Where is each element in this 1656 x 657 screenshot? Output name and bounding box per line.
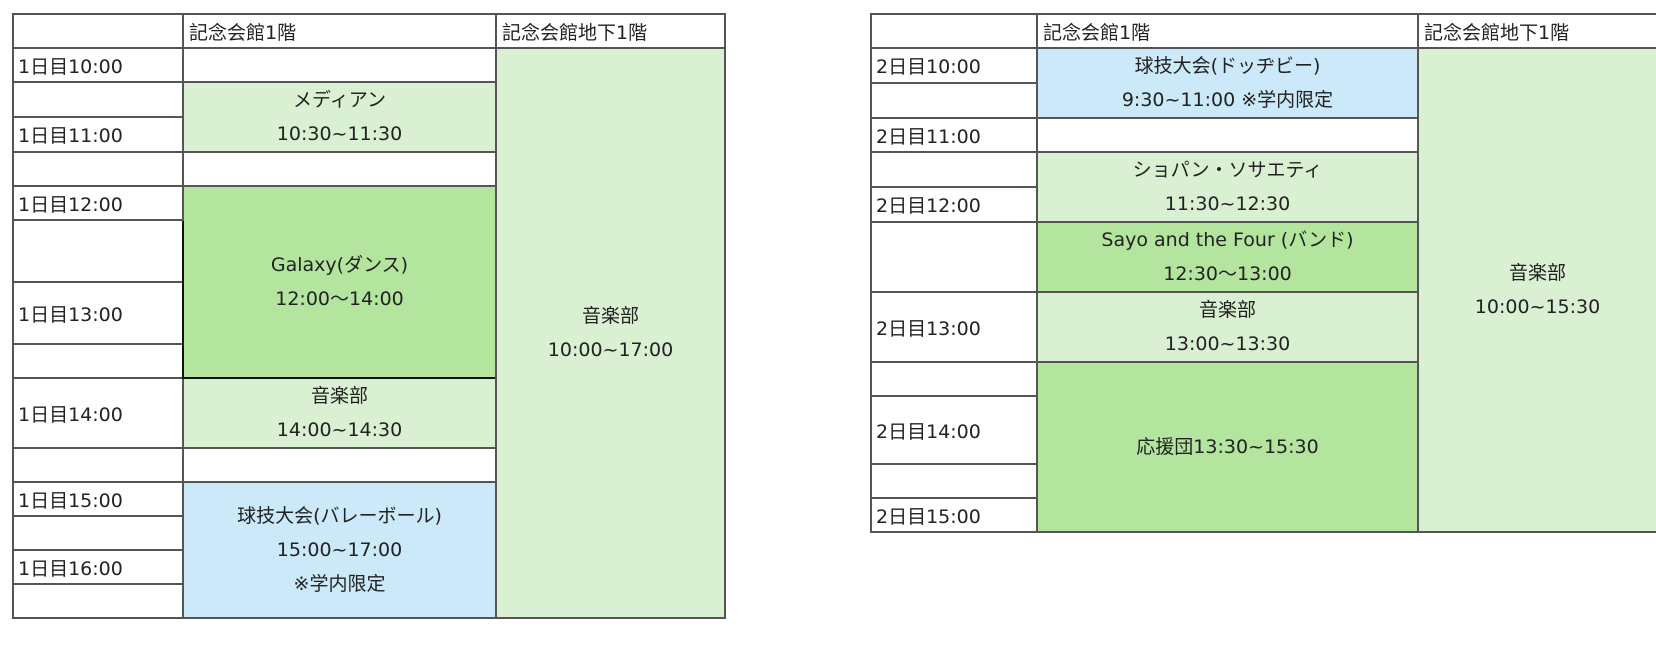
time-row: 1日目12:00 Galaxy(ダンス) 12:00～14:00 bbox=[12, 185, 725, 379]
time-row: 1日目13:00 bbox=[12, 281, 725, 345]
time-cell bbox=[870, 221, 1038, 293]
event-chopin-society: ショパン・ソサエティ 11:30~12:30 bbox=[1036, 151, 1419, 223]
event-name: ショパン・ソサエティ bbox=[1132, 159, 1323, 181]
event-name: 球技大会(バレーボール) bbox=[237, 505, 442, 527]
time-cell: 1日目16:00 bbox=[12, 549, 184, 585]
time-row: 1日目10:00 音楽部 10:00~17:00 bbox=[12, 47, 726, 619]
empty-cell bbox=[182, 151, 497, 187]
time-cell: 2日目12:00 bbox=[870, 186, 1038, 223]
event-name: 音楽部 bbox=[1508, 262, 1566, 284]
event-sayo-band: Sayo and the Four (バンド) 12:30～13:00 bbox=[1036, 221, 1419, 293]
time-row bbox=[870, 463, 1656, 499]
hall-b1-header: 記念会館地下1階 bbox=[495, 13, 726, 49]
event-name: 球技大会(ドッヂビー) bbox=[1134, 55, 1321, 77]
event-b1-music: 音楽部 10:00~17:00 bbox=[495, 47, 726, 619]
event-name: メディアン bbox=[293, 89, 386, 111]
corner-cell bbox=[870, 13, 1038, 49]
time-cell bbox=[870, 361, 1038, 397]
time-row: 2日目13:00 音楽部 13:00~13:30 bbox=[870, 291, 1656, 363]
header-row: 記念会館1階 記念会館地下1階 bbox=[12, 13, 726, 49]
time-row: 2日目10:00 球技大会(ドッヂビー) 9:30~11:00 ※学内限定 音楽… bbox=[870, 47, 1656, 533]
time-cell: 1日目10:00 bbox=[12, 47, 184, 83]
time-cell bbox=[12, 515, 184, 551]
event-note: ※学内限定 bbox=[293, 573, 386, 595]
hall1-header: 記念会館1階 bbox=[182, 13, 497, 49]
time-row: 1日目14:00 音楽部 14:00~14:30 bbox=[12, 377, 725, 449]
time-cell bbox=[12, 447, 184, 483]
event-name: Sayo and the Four (バンド) bbox=[1101, 229, 1354, 251]
time-cell: 1日目11:00 bbox=[12, 116, 184, 153]
event-music: 音楽部 13:00~13:30 bbox=[1036, 291, 1419, 363]
event-mediam: メディアン 10:30~11:30 bbox=[182, 81, 497, 153]
event-name: 応援団13:30~15:30 bbox=[1136, 436, 1319, 458]
time-cell bbox=[12, 583, 184, 619]
time-row: 応援団13:30~15:30 bbox=[870, 361, 1656, 533]
event-time: 10:00~17:00 bbox=[547, 339, 674, 361]
time-cell: 2日目10:00 bbox=[870, 47, 1038, 84]
header-row: 記念会館1階 記念会館地下1階 bbox=[870, 13, 1656, 49]
time-row: 1日目16:00 bbox=[12, 549, 725, 585]
time-row bbox=[12, 343, 725, 379]
time-cell: 2日目13:00 bbox=[870, 291, 1038, 363]
time-row: 2日目11:00 bbox=[870, 117, 1656, 153]
time-cell: 1日目14:00 bbox=[12, 377, 184, 449]
time-row bbox=[12, 219, 725, 283]
time-row bbox=[12, 447, 725, 483]
time-cell: 2日目14:00 bbox=[870, 395, 1038, 465]
event-name: 音楽部 bbox=[1198, 299, 1256, 321]
time-cell bbox=[870, 463, 1038, 499]
time-cell: 1日目15:00 bbox=[12, 481, 184, 517]
time-row: Sayo and the Four (バンド) 12:30～13:00 bbox=[870, 221, 1656, 293]
time-row: 1日目15:00 球技大会(バレーボール) 15:00~17:00 ※学内限定 bbox=[12, 481, 725, 619]
day1-schedule-table: 記念会館1階 記念会館地下1階 1日目10:00 音楽部 10:00~17:00… bbox=[12, 13, 726, 619]
time-cell: 2日目11:00 bbox=[870, 117, 1038, 153]
event-name: 音楽部 bbox=[581, 305, 639, 327]
time-row: 2日目15:00 bbox=[870, 497, 1656, 533]
event-music: 音楽部 14:00~14:30 bbox=[182, 377, 497, 449]
corner-cell bbox=[12, 13, 184, 49]
event-dodgebee: 球技大会(ドッヂビー) 9:30~11:00 ※学内限定 bbox=[1036, 47, 1419, 119]
event-time: 14:00~14:30 bbox=[276, 419, 403, 441]
time-row: 2日目12:00 bbox=[870, 186, 1656, 223]
event-galaxy: Galaxy(ダンス) 12:00～14:00 bbox=[182, 185, 497, 379]
event-time: 13:00~13:30 bbox=[1164, 333, 1291, 355]
empty-cell bbox=[182, 47, 497, 83]
time-row: 2日目14:00 bbox=[870, 395, 1656, 465]
time-cell bbox=[870, 151, 1038, 188]
time-row bbox=[12, 583, 725, 619]
time-row bbox=[12, 151, 725, 187]
time-cell bbox=[12, 81, 184, 118]
day2-schedule-table: 記念会館1階 記念会館地下1階 2日目10:00 球技大会(ドッヂビー) 9:3… bbox=[870, 13, 1656, 533]
empty-cell bbox=[182, 447, 497, 483]
time-cell bbox=[870, 82, 1038, 119]
time-cell: 2日目15:00 bbox=[870, 497, 1038, 533]
event-time: 12:30～13:00 bbox=[1163, 263, 1292, 285]
event-b1-music: 音楽部 10:00~15:30 bbox=[1417, 47, 1656, 533]
time-cell: 1日目12:00 bbox=[12, 185, 184, 221]
time-cell bbox=[12, 151, 184, 187]
time-row: 1日目11:00 bbox=[12, 116, 725, 153]
event-time: 15:00~17:00 bbox=[276, 539, 403, 561]
event-time: 10:00~15:30 bbox=[1474, 296, 1601, 318]
time-cell bbox=[12, 219, 184, 283]
event-ouendan: 応援団13:30~15:30 bbox=[1036, 361, 1419, 533]
event-name: Galaxy(ダンス) bbox=[270, 254, 409, 276]
hall-b1-header: 記念会館地下1階 bbox=[1417, 13, 1656, 49]
event-time: 11:30~12:30 bbox=[1164, 193, 1291, 215]
time-row bbox=[12, 515, 725, 551]
time-row: ショパン・ソサエティ 11:30~12:30 bbox=[870, 151, 1656, 223]
time-cell: 1日目13:00 bbox=[12, 281, 184, 345]
event-volleyball: 球技大会(バレーボール) 15:00~17:00 ※学内限定 bbox=[182, 481, 497, 619]
hall1-header: 記念会館1階 bbox=[1036, 13, 1419, 49]
event-name: 音楽部 bbox=[310, 385, 368, 407]
event-time: 9:30~11:00 ※学内限定 bbox=[1121, 89, 1334, 111]
event-time: 10:30~11:30 bbox=[276, 123, 403, 145]
event-time: 12:00～14:00 bbox=[275, 288, 404, 310]
empty-cell bbox=[1036, 117, 1419, 153]
time-cell bbox=[12, 343, 184, 379]
time-row: メディアン 10:30~11:30 bbox=[12, 81, 725, 153]
time-row bbox=[870, 82, 1656, 119]
